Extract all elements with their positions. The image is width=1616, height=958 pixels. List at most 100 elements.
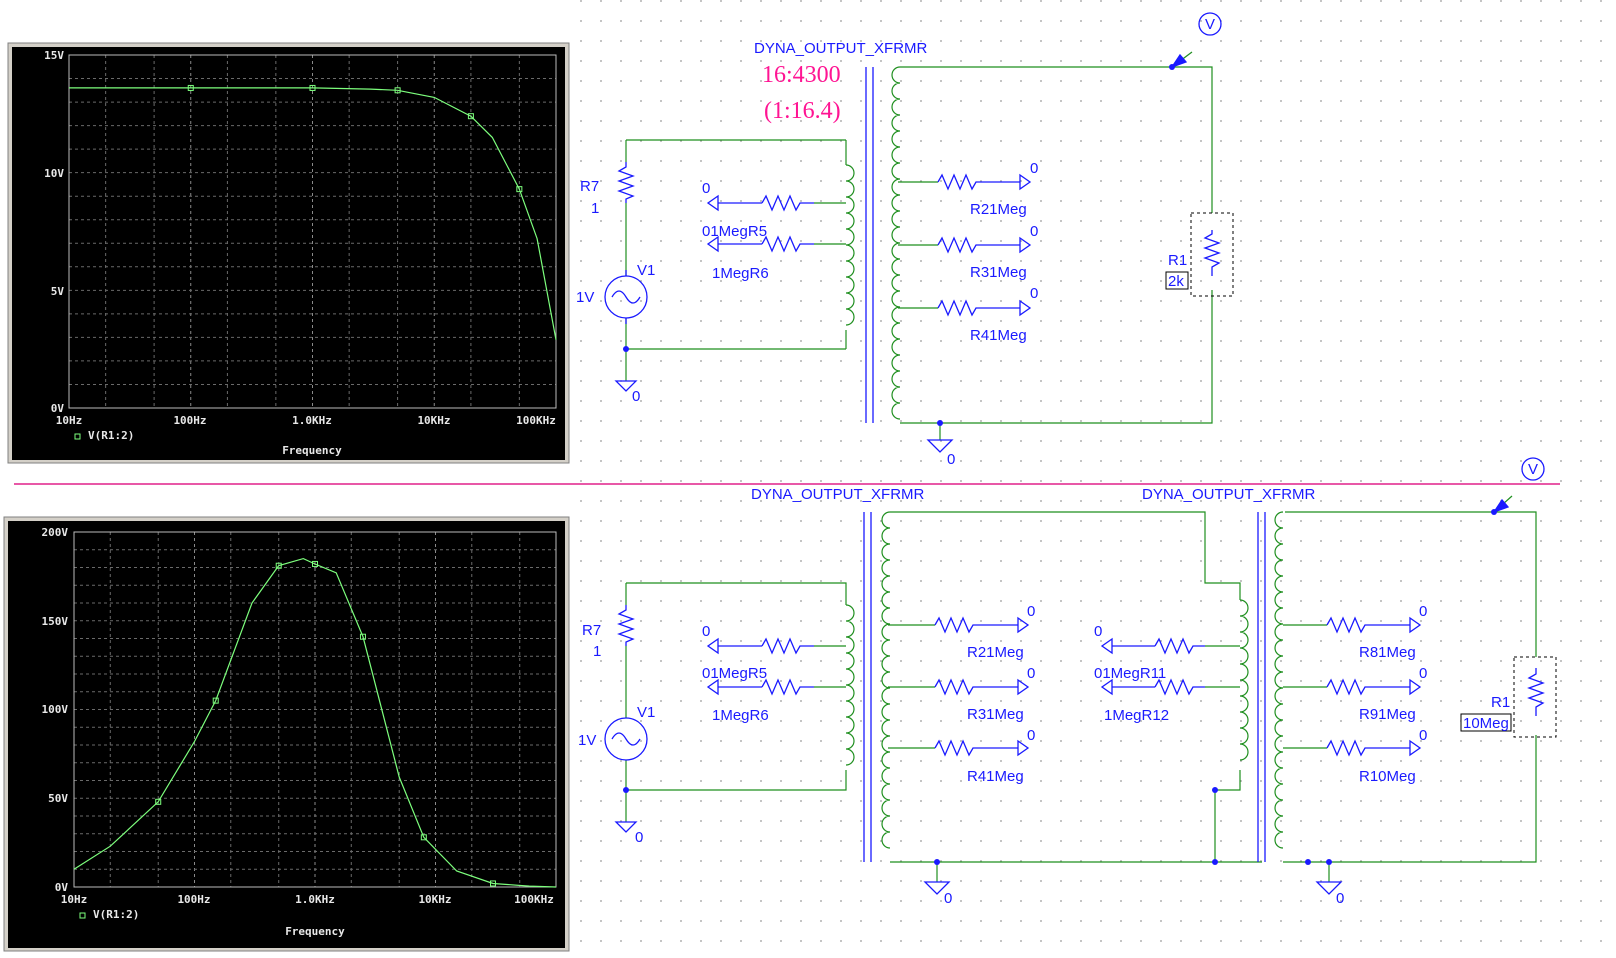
trace-marker [489,880,496,887]
wire[interactable] [626,770,847,791]
voltage-probe-icon[interactable] [1198,12,1222,36]
r5-ground-label: 0 [702,180,710,197]
wire[interactable] [890,511,1241,600]
r1-value[interactable]: 10Meg [1463,715,1509,732]
x-tick-label: 1.0KHz [295,893,335,906]
legend-label: V(R1:2) [88,429,134,442]
resistor-r7[interactable] [617,162,635,203]
resistor-r6[interactable] [761,678,814,696]
resistor-r10[interactable] [1326,739,1410,757]
wire[interactable] [1283,735,1537,863]
r1-selection-box [1190,212,1234,297]
coil-group [845,66,1284,849]
plot-window-1[interactable]: 15V 10V 5V 0V 10Hz 100Hz 1.0KHz 10KHz 10… [7,42,570,464]
offpage-arrow-icon [706,235,719,253]
resistor-r5[interactable] [761,637,814,655]
schematic-top-components[interactable] [604,12,1234,453]
resistor-r1[interactable] [1527,668,1545,716]
trace-marker [275,562,282,569]
schematic-bottom[interactable] [625,495,1537,882]
transformer-winding [1239,599,1249,761]
x-tick-label: 100KHz [516,414,556,427]
transformer-winding [891,66,901,420]
schematic-top[interactable] [625,51,1213,440]
plot-grid [73,532,557,887]
v1-label: V1 [637,704,655,721]
offpage-arrow-icon [1409,678,1422,696]
r2-label: R21Meg [967,644,1024,661]
junction-dot [1305,859,1311,865]
resistor-r1[interactable] [1203,230,1221,276]
x-tick-label: 100KHz [514,893,554,906]
resistor-r6[interactable] [761,235,814,253]
trace-marker [394,87,401,94]
resistor-r9[interactable] [1326,678,1410,696]
x-tick-label: 10Hz [61,893,88,906]
schematic-bottom-components[interactable] [604,457,1557,895]
resistor-r11[interactable] [1154,637,1205,655]
resistor-r3[interactable] [937,236,1020,254]
y-tick-label: 5V [51,285,65,298]
trace-line [69,87,557,340]
turns-ratio-normalized: (1:16.4) [764,98,841,124]
junction-dot [1326,859,1332,865]
junction-dots [623,64,1175,426]
resistor-r8[interactable] [1326,616,1410,634]
ground-icon [1315,881,1343,895]
resistor-r7[interactable] [617,605,635,646]
r6-label: 1MegR6 [712,265,769,282]
v1-label: V1 [637,262,655,279]
resistor-r2[interactable] [934,616,1018,634]
r5-label: 01MegR5 [702,223,767,240]
schematic-grid [562,0,1616,958]
wire[interactable] [1285,511,1537,657]
x-tick-label: 10KHz [417,414,450,427]
sine-icon [611,732,641,746]
trace-marker [155,798,162,805]
r1-value-box[interactable] [1165,271,1189,290]
junction-dot [1212,859,1218,865]
ground-icon [926,439,954,453]
trace-marker [359,633,366,640]
r2-label: R21Meg [970,201,1027,218]
r3-label: R31Meg [970,264,1027,281]
r1-value-box[interactable] [1460,713,1512,732]
turns-ratio: 16:4300 [762,62,841,88]
r9-label: R91Meg [1359,706,1416,723]
r4-ground-label: 0 [1030,285,1038,302]
ground-icon [614,821,638,833]
voltage-probe-icon[interactable] [1521,457,1545,481]
resistor-r3[interactable] [934,678,1018,696]
r4-ground-label: 0 [1027,727,1035,744]
resistor-r4[interactable] [934,739,1018,757]
ground-label: 0 [947,451,955,468]
junction-dot [623,787,629,793]
ground-icon [614,380,638,392]
offpage-arrow-icon [706,678,719,696]
resistor-r2[interactable] [937,173,1020,191]
x-tick-label: 10KHz [418,893,451,906]
v1-value: 1V [578,732,596,749]
legend-label: V(R1:2) [93,908,139,921]
offpage-arrow-icon [1100,678,1113,696]
resistor-r5[interactable] [761,194,814,212]
voltage-source-v1[interactable] [604,717,648,761]
r4-label: R41Meg [970,327,1027,344]
r1-value[interactable]: 2k [1168,273,1184,290]
wire[interactable] [626,582,847,605]
y-tick-label: 50V [48,792,68,805]
resistor-r4[interactable] [937,299,1020,317]
wire[interactable] [900,66,1213,213]
probe-arrow-icon [1170,53,1188,69]
r7-label: R7 [580,178,599,195]
plot-window-2[interactable]: 200V 150V 100V 50V 0V 10Hz 100Hz 1.0KHz … [3,516,570,952]
x-axis-label: Frequency [282,444,342,457]
r2-ground-label: 0 [1027,603,1035,620]
x-tick-label: 1.0KHz [292,414,332,427]
wire[interactable] [900,290,1213,424]
y-tick-label: 200V [42,526,69,539]
wire[interactable] [1214,770,1241,862]
resistor-r12[interactable] [1154,678,1205,696]
ground-label: 0 [632,388,640,405]
